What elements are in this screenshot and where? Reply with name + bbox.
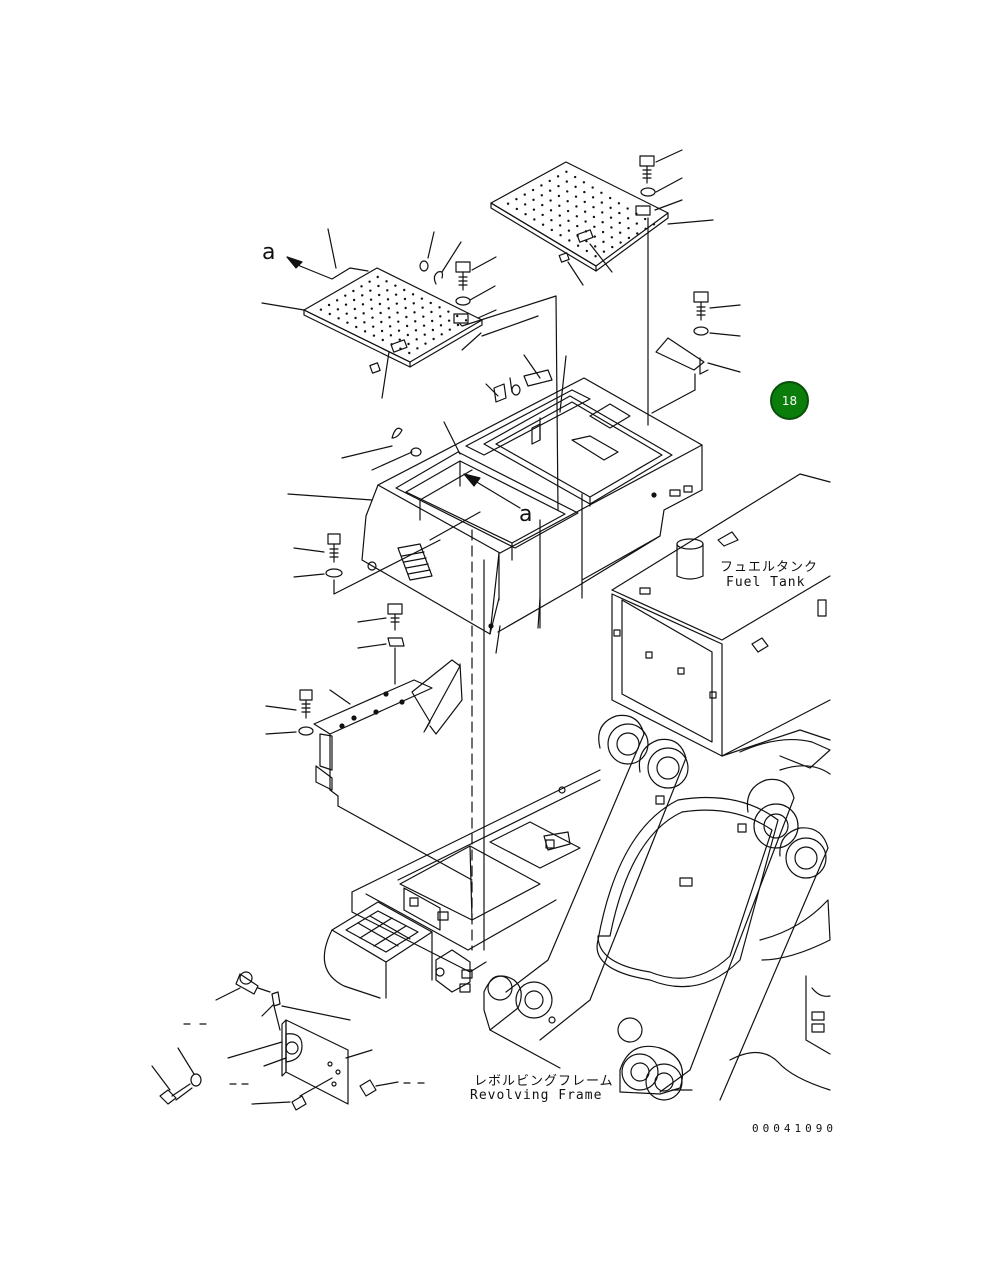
lower-bracket [265,659,473,881]
badge-number: 18 [781,393,798,408]
revolving-frame-drawing [323,714,831,1101]
callout-a-body: a [519,502,533,527]
fuel-tank-label-jp: フュエルタンク [720,560,819,575]
revolving-frame-label-jp: レボルビングフレーム [474,1074,614,1089]
callout-a-top: a [262,240,276,265]
main-cover-box [287,354,703,951]
bolt-set-top-right [567,149,714,426]
drawing-code: 00041090 [752,1122,837,1135]
bolt-set-right-bracket [651,291,741,414]
right-perforated-plate [490,161,669,272]
revolving-frame-label-en: Revolving Frame [470,1088,603,1103]
page-number-badge[interactable]: 18 [770,381,809,420]
small-parts-mid [293,369,553,685]
lower-left-hardware [151,971,693,1111]
fuel-tank-drawing [611,473,831,757]
left-perforated-plate [286,256,483,374]
fuel-tank-label-en: Fuel Tank [726,575,806,590]
